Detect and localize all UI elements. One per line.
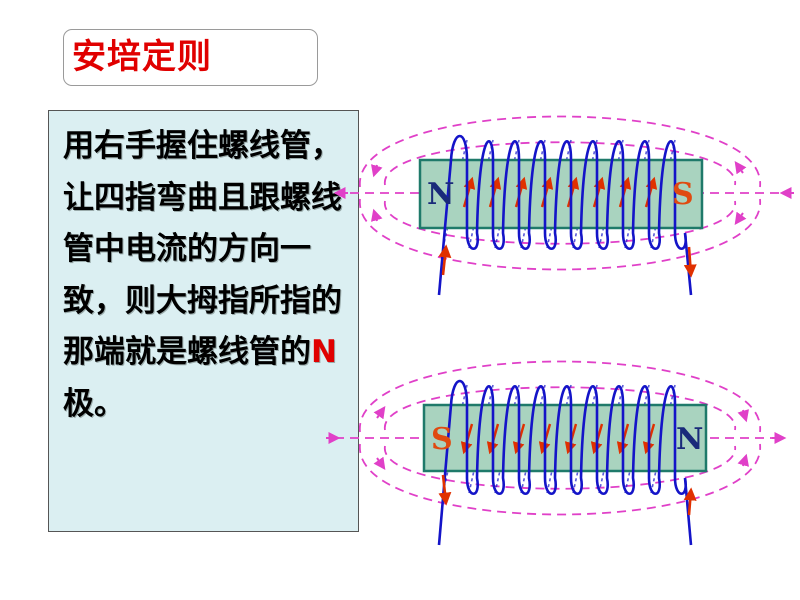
rule-text-part1: 用右手握住螺线管，让四指弯曲且跟螺线管中电流的方向一致，则大拇指所指的那端就是螺… <box>63 128 342 370</box>
lead-arrow-left <box>438 474 452 506</box>
pole-label-right: S <box>672 177 694 212</box>
pole-label-left: S <box>431 422 453 457</box>
field-arrow-4 <box>373 406 386 420</box>
field-arrow-5 <box>734 211 747 225</box>
field-line-inner-top <box>384 386 736 431</box>
field-arrow-3 <box>737 453 749 467</box>
rule-text-part2: 极。 <box>63 385 125 422</box>
solenoid-coil <box>437 379 693 546</box>
lead-arrow-left <box>438 244 452 276</box>
field-arrow-5 <box>373 456 386 470</box>
page-title: 安培定则 <box>72 37 212 77</box>
lead-arrow-right <box>683 246 697 278</box>
field-line-outer-bottom <box>359 198 761 271</box>
field-arrow-4 <box>734 161 747 175</box>
solenoid-coil <box>437 134 693 296</box>
lead-arrow-right <box>683 487 697 516</box>
field-line-inner-bottom <box>384 445 736 490</box>
title-box: 安培定则 <box>63 29 318 86</box>
rule-box: 用右手握住螺线管，让四指弯曲且跟螺线管中电流的方向一致，则大拇指所指的那端就是螺… <box>48 110 359 532</box>
rule-text-highlight: N <box>311 334 337 370</box>
field-arrow-2 <box>737 409 749 423</box>
field-line-outer-top <box>359 360 761 433</box>
field-arrow-2 <box>371 164 383 178</box>
field-line-outer-top <box>359 115 761 188</box>
pole-label-left: N <box>427 177 454 212</box>
field-line-inner-top <box>384 141 736 186</box>
field-line-outer-bottom <box>359 443 761 516</box>
field-line-inner-bottom <box>384 200 736 245</box>
field-arrow-3 <box>371 208 383 222</box>
rule-text: 用右手握住螺线管，让四指弯曲且跟螺线管中电流的方向一致，则大拇指所指的那端就是螺… <box>63 121 353 430</box>
pole-label-right: N <box>676 422 703 457</box>
